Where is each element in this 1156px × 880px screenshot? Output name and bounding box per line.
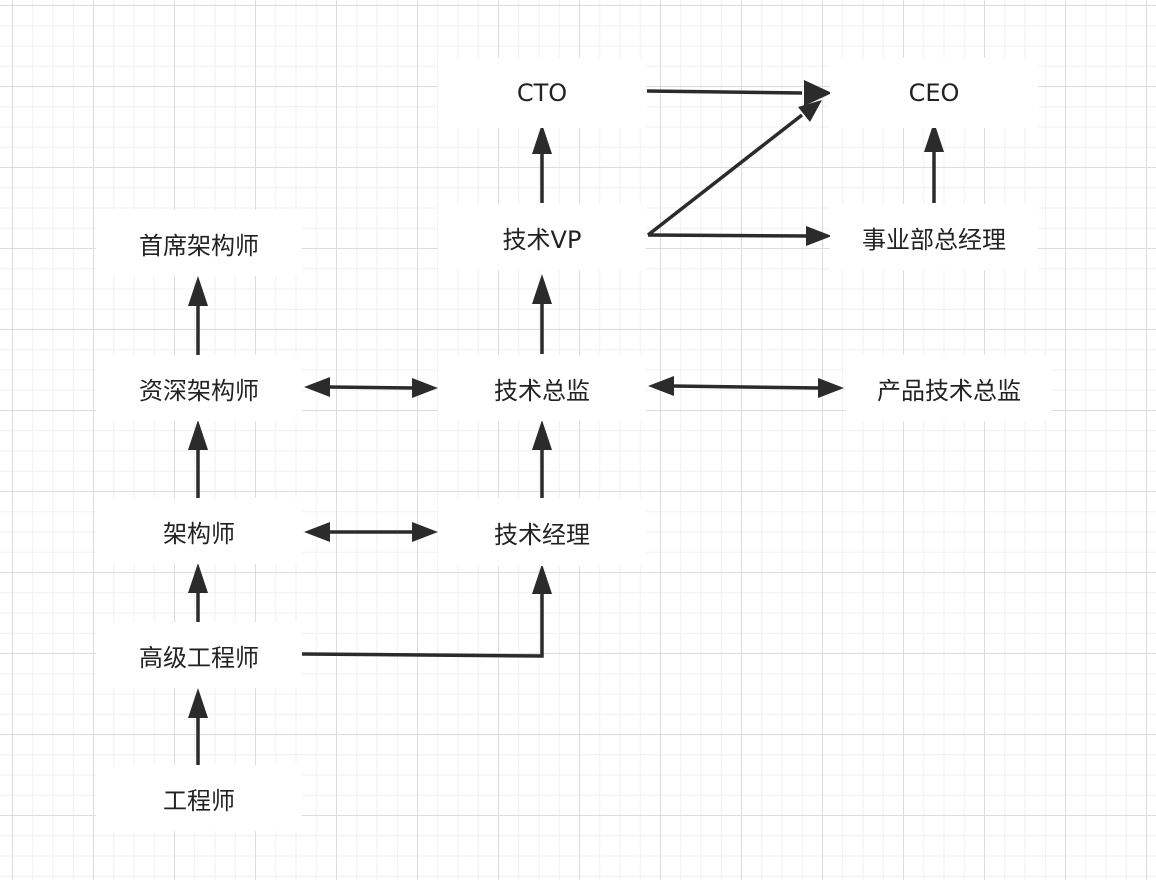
arrow-tech-manager-to-tech-director — [532, 420, 552, 498]
node-cto: CTO — [438, 58, 646, 128]
arrow-architect-tech-manager-bidirectional — [304, 522, 438, 542]
node-bu-gm: 事业部总经理 — [830, 204, 1038, 270]
arrow-senior-architect-tech-director-bidirectional — [304, 377, 438, 398]
node-engineer: 工程师 — [96, 765, 302, 831]
arrow-tech-vp-to-bu-gm — [647, 226, 832, 246]
node-tech-manager: 技术经理 — [438, 498, 646, 566]
arrow-architect-to-senior-architect — [188, 420, 208, 498]
node-product-tech-director-label: 产品技术总监 — [877, 376, 1021, 405]
node-bu-gm-label: 事业部总经理 — [862, 225, 1006, 254]
node-tech-vp-label: 技术VP — [502, 225, 582, 254]
arrow-tech-vp-to-cto — [532, 124, 552, 203]
arrow-senior-architect-to-chief-architect — [188, 276, 208, 355]
node-architect-label: 架构师 — [163, 519, 235, 548]
arrow-senior-engineer-to-tech-manager — [301, 564, 552, 658]
node-cto-label: CTO — [516, 79, 568, 107]
node-tech-manager-label: 技术经理 — [494, 520, 590, 549]
node-senior-architect: 资深架构师 — [96, 355, 302, 421]
arrow-bu-gm-to-ceo — [924, 122, 944, 203]
node-tech-director: 技术总监 — [438, 355, 646, 421]
node-ceo: CEO — [830, 58, 1038, 128]
arrow-senior-engineer-to-architect — [188, 563, 208, 622]
node-senior-engineer-label: 高级工程师 — [139, 643, 259, 672]
node-chief-architect: 首席架构师 — [96, 210, 302, 276]
arrow-cto-to-ceo — [646, 80, 832, 106]
node-senior-engineer: 高级工程师 — [96, 622, 302, 688]
node-tech-director-label: 技术总监 — [494, 376, 590, 405]
node-architect: 架构师 — [96, 498, 302, 564]
node-engineer-label: 工程师 — [163, 786, 235, 815]
node-chief-architect-label: 首席架构师 — [139, 231, 259, 260]
arrow-tech-vp-to-ceo — [646, 100, 822, 237]
arrow-engineer-to-senior-engineer — [188, 688, 208, 765]
node-tech-vp: 技术VP — [438, 204, 646, 270]
node-senior-architect-label: 资深架构师 — [139, 376, 259, 405]
node-ceo-label: CEO — [908, 79, 960, 107]
arrow-tech-director-product-tech-director-bidirectional — [648, 376, 844, 398]
arrow-tech-director-to-tech-vp — [532, 274, 552, 354]
node-product-tech-director: 产品技术总监 — [846, 355, 1052, 421]
